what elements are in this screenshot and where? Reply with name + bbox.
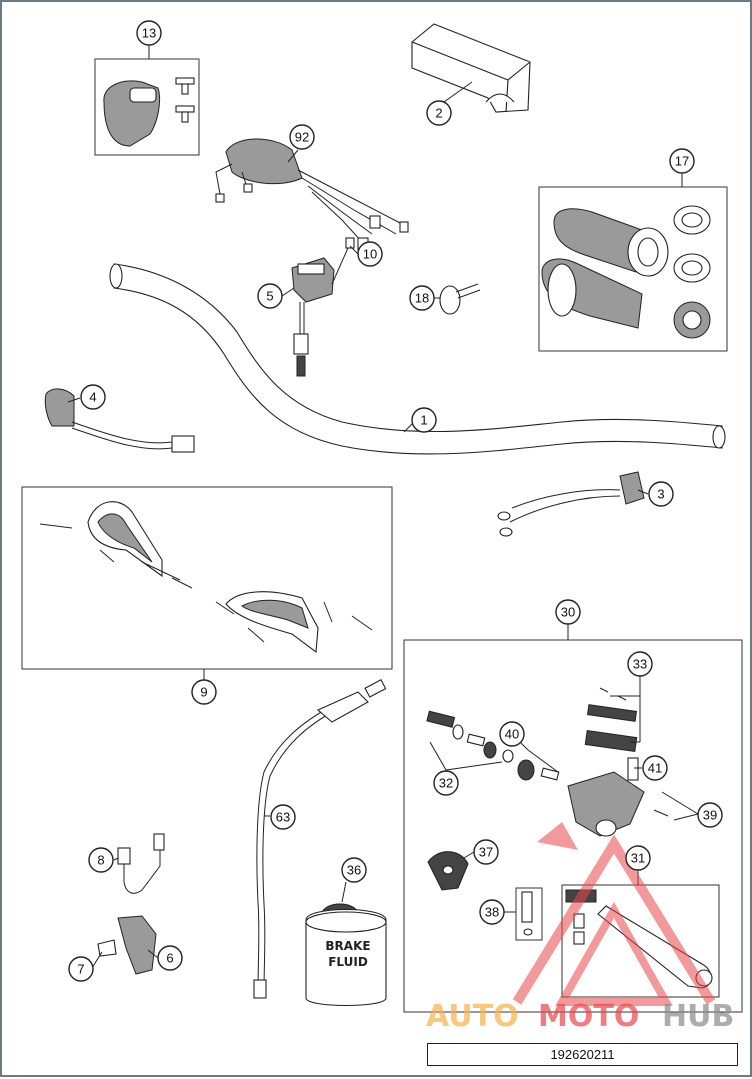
- callout-2: 2: [426, 100, 452, 126]
- callout-label: 1: [420, 413, 427, 428]
- callout-label: 8: [97, 853, 104, 868]
- callout-label: 3: [657, 487, 664, 502]
- callout-33: 33: [627, 651, 653, 677]
- callout-17: 17: [669, 148, 695, 174]
- callout-label: 32: [439, 776, 453, 791]
- group-box-30: [403, 639, 743, 1013]
- callout-92: 92: [289, 124, 315, 150]
- callout-3: 3: [648, 481, 674, 507]
- callout-40: 40: [499, 721, 525, 747]
- callout-13: 13: [136, 20, 162, 46]
- callout-label: 5: [266, 289, 273, 304]
- watermark-triangle: [512, 822, 716, 1006]
- callout-label: 2: [435, 106, 442, 121]
- watermark-logo: AUTO MOTO HUB: [426, 999, 734, 1034]
- diagram-reference-number: 192620211: [427, 1043, 738, 1066]
- callout-label: 7: [77, 962, 84, 977]
- callout-6: 6: [157, 945, 183, 971]
- callout-label: 9: [200, 685, 207, 700]
- callout-39: 39: [697, 802, 723, 828]
- fluid-label-line-2: FLUID: [328, 955, 368, 969]
- callout-label: 40: [505, 727, 519, 742]
- callout-32: 32: [433, 770, 459, 796]
- callout-label: 39: [703, 808, 717, 823]
- right-switch: [497, 471, 645, 537]
- callout-label: 13: [142, 26, 156, 41]
- left-switch: [44, 388, 195, 453]
- brake-hose: [253, 679, 387, 999]
- lever-boot: [427, 851, 469, 891]
- throttle-cable-assembly: [215, 138, 409, 251]
- group-box-17: [538, 186, 728, 352]
- callout-label: 63: [276, 810, 290, 825]
- pivot-pin: [515, 887, 543, 941]
- throttle-housing: [103, 77, 195, 147]
- callout-label: 17: [675, 154, 689, 169]
- callout-label: 30: [561, 605, 575, 620]
- callout-label: 36: [347, 863, 361, 878]
- callout-10: 10: [357, 241, 383, 267]
- watermark-part-3: HUB: [662, 999, 734, 1034]
- callout-1: 1: [411, 407, 437, 433]
- callout-label: 4: [89, 390, 96, 405]
- cable-tie: [439, 283, 481, 315]
- callout-38: 38: [479, 899, 505, 925]
- callout-label: 92: [295, 130, 309, 145]
- callout-label: 38: [485, 905, 499, 920]
- fluid-label-line-1: BRAKE: [325, 939, 370, 953]
- group-box-13: [94, 58, 200, 156]
- callout-63: 63: [270, 804, 296, 830]
- callout-label: 37: [479, 845, 493, 860]
- callout-label: 6: [166, 951, 173, 966]
- callout-label: 41: [648, 761, 662, 776]
- master-cylinder-parts: [426, 687, 669, 837]
- callout-4: 4: [80, 384, 106, 410]
- callout-8: 8: [88, 847, 114, 873]
- hand-guards: [39, 501, 373, 654]
- callout-label: 10: [363, 247, 377, 262]
- brake-fluid-container: BRAKE FLUID: [305, 903, 387, 1007]
- callout-label: 33: [633, 657, 647, 672]
- handlebar-pad: [411, 23, 531, 113]
- callout-9: 9: [191, 679, 217, 705]
- callout-31: 31: [625, 845, 651, 871]
- switch-assembly: [291, 237, 355, 377]
- callout-37: 37: [473, 839, 499, 865]
- callout-18: 18: [409, 285, 435, 311]
- watermark-part-2: MOTO: [538, 999, 639, 1034]
- grips-set: [541, 205, 711, 339]
- callout-5: 5: [257, 283, 283, 309]
- group-box-9: [21, 486, 393, 670]
- callout-label: 31: [631, 851, 645, 866]
- callout-7: 7: [68, 956, 94, 982]
- callout-label: 18: [415, 291, 429, 306]
- callout-30: 30: [555, 599, 581, 625]
- brake-light-switch: [97, 833, 165, 975]
- callout-36: 36: [341, 857, 367, 883]
- watermark-part-1: AUTO: [426, 999, 519, 1034]
- callout-41: 41: [642, 755, 668, 781]
- handlebar: [109, 263, 726, 455]
